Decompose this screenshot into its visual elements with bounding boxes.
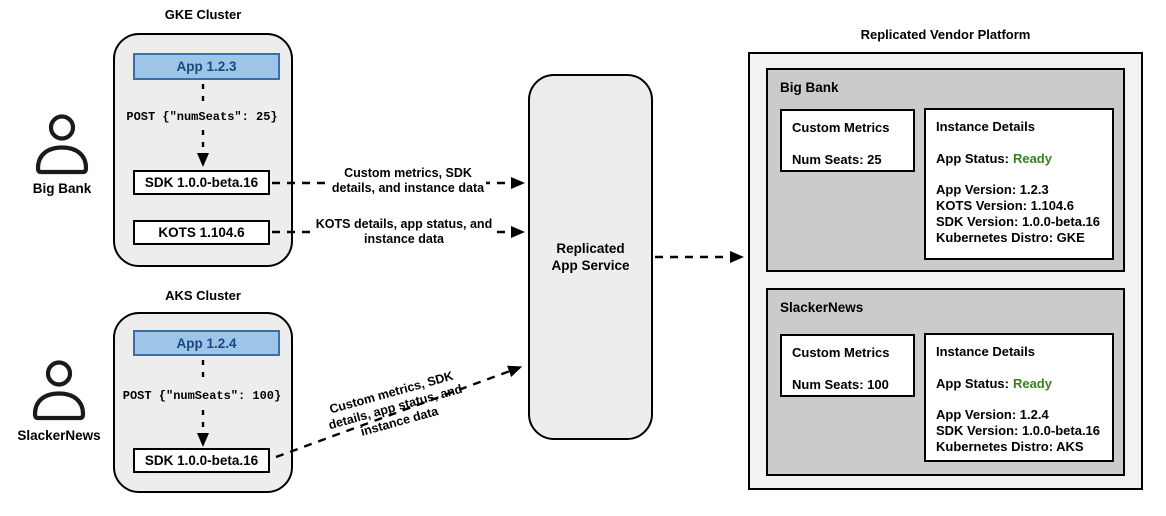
slackernews-person-icon	[30, 360, 88, 422]
detail-line: KOTS Version: 1.104.6	[936, 198, 1075, 213]
customer-name: Big Bank	[780, 80, 839, 95]
instance-details-title: Instance Details	[936, 119, 1035, 134]
customer-name: SlackerNews	[780, 300, 864, 315]
platform-customer-slackernews: SlackerNews Custom Metrics Num Seats: 10…	[766, 288, 1125, 476]
service-label-line2: App Service	[551, 258, 630, 273]
instance-details-card: Instance Details App Status:Ready App Ve…	[924, 108, 1114, 260]
instance-detail-lines: App Version: 1.2.4 SDK Version: 1.0.0-be…	[936, 407, 1100, 455]
gke-cluster-title: GKE Cluster	[164, 7, 242, 22]
detail-line: Kubernetes Distro: GKE	[936, 230, 1085, 245]
app-status-line: App Status:Ready	[936, 151, 1052, 166]
custom-metrics-card: Custom Metrics Num Seats: 100	[780, 334, 915, 397]
vendor-platform-title: Replicated Vendor Platform	[860, 27, 1031, 42]
platform-customer-bigbank: Big Bank Custom Metrics Num Seats: 25 In…	[766, 68, 1125, 272]
app-status-label: App Status:	[936, 151, 1009, 166]
slackernews-user-label: SlackerNews	[17, 428, 101, 443]
detail-line: SDK Version: 1.0.0-beta.16	[936, 423, 1101, 438]
service-label-line1: Replicated	[556, 241, 625, 256]
aks-post-request-label: POST {"numSeats": 100}	[122, 389, 282, 403]
detail-line: App Version: 1.2.3	[936, 182, 1049, 197]
instance-details-card: Instance Details App Status:Ready App Ve…	[924, 333, 1114, 462]
app-status-line: App Status:Ready	[936, 376, 1052, 391]
gke-kots-arrow-label: KOTS details, app status, and instance d…	[312, 217, 496, 247]
gke-sdk-arrow-label: Custom metrics, SDK details, and instanc…	[330, 166, 486, 196]
gke-kots-node: KOTS 1.104.6	[133, 220, 270, 245]
gke-sdk-node: SDK 1.0.0-beta.16	[133, 170, 270, 195]
app-status-value: Ready	[1012, 376, 1052, 391]
big-bank-person-icon	[33, 114, 91, 176]
detail-line: SDK Version: 1.0.0-beta.16	[936, 214, 1101, 229]
gke-post-request-label: POST {"numSeats": 25}	[126, 110, 278, 124]
app-status-label: App Status:	[936, 376, 1009, 391]
instance-detail-lines: App Version: 1.2.3 KOTS Version: 1.104.6…	[936, 182, 1100, 246]
gke-app-node: App 1.2.3	[133, 53, 280, 80]
big-bank-user-label: Big Bank	[32, 181, 92, 196]
custom-metrics-card: Custom Metrics Num Seats: 25	[780, 109, 915, 172]
aks-sdk-arrow-label: Custom metrics, SDK details, app status,…	[326, 368, 464, 439]
aks-app-node: App 1.2.4	[133, 330, 280, 356]
aks-sdk-node: SDK 1.0.0-beta.16	[133, 448, 270, 473]
num-seats-value: Num Seats: 25	[792, 152, 882, 167]
aks-cluster-title: AKS Cluster	[165, 288, 241, 303]
app-status-value: Ready	[1012, 151, 1052, 166]
custom-metrics-title: Custom Metrics	[792, 345, 890, 360]
detail-line: App Version: 1.2.4	[936, 407, 1049, 422]
detail-line: Kubernetes Distro: AKS	[936, 439, 1084, 454]
custom-metrics-title: Custom Metrics	[792, 120, 890, 135]
replicated-app-service-box: Replicated App Service	[528, 74, 653, 440]
instance-details-title: Instance Details	[936, 344, 1035, 359]
num-seats-value: Num Seats: 100	[792, 377, 889, 392]
